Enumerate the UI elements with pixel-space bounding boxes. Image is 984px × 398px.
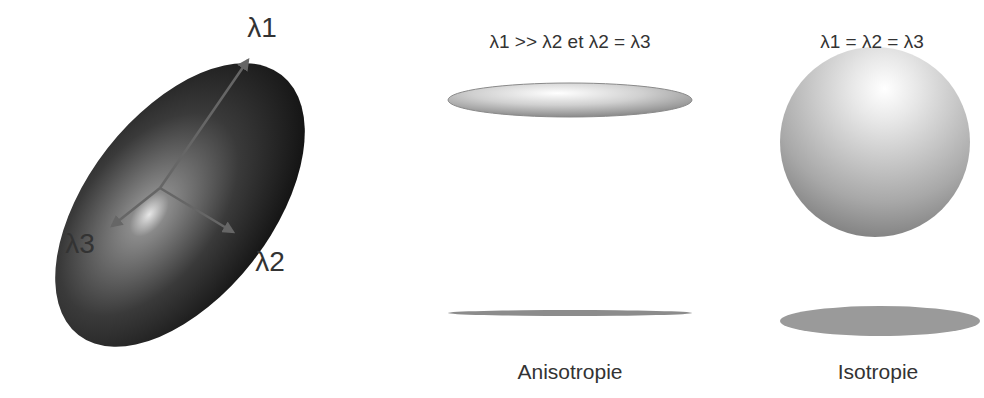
condition-label: λ1 >> λ2 et λ2 = λ3 <box>489 31 650 54</box>
dark-ellipsoid <box>6 18 354 391</box>
axis-label: λ1 <box>247 11 277 45</box>
flat-shadow <box>448 310 692 316</box>
flat-ellipsoid <box>448 83 692 117</box>
axis-arrow <box>160 60 248 188</box>
axis-label: λ3 <box>65 227 95 261</box>
caption-label: Isotropie <box>838 359 919 384</box>
caption-label: Anisotropie <box>517 359 622 384</box>
sphere <box>780 47 970 237</box>
axis-arrow <box>112 188 160 226</box>
axis-label: λ2 <box>255 245 285 279</box>
sphere-shadow <box>780 306 980 336</box>
condition-label: λ1 = λ2 = λ3 <box>820 31 924 54</box>
axis-arrow <box>160 188 233 232</box>
